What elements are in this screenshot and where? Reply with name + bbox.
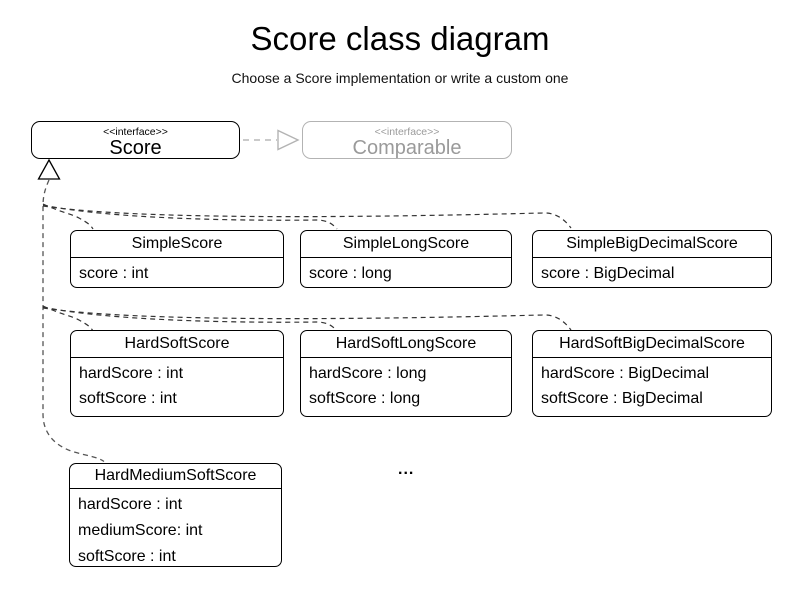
class-simplelongscore: SimpleLongScore score : long (300, 230, 512, 288)
attribute: softScore : BigDecimal (541, 390, 703, 407)
more-implementations-ellipsis: ... (398, 461, 415, 478)
attribute: mediumScore: int (78, 522, 203, 539)
branch-simplescore (42, 203, 94, 230)
interface-name: Comparable (352, 137, 462, 159)
class-name: HardMediumSoftScore (70, 464, 281, 489)
attribute: hardScore : int (78, 496, 183, 513)
branch-hardsoftscore (42, 305, 94, 332)
class-attributes: score : int (71, 258, 283, 286)
class-name: HardSoftLongScore (301, 331, 511, 358)
class-name: SimpleBigDecimalScore (533, 231, 771, 258)
class-name: HardSoftBigDecimalScore (533, 331, 771, 358)
branch-hardsoftlongscore (42, 306, 338, 332)
attribute: softScore : long (309, 390, 421, 407)
attribute: score : BigDecimal (541, 265, 675, 282)
class-attributes: hardScore : long softScore : long (301, 358, 511, 411)
branch-simplebigdecimalscore (42, 205, 572, 229)
class-attributes: hardScore : int softScore : int (71, 358, 283, 411)
attribute: score : int (79, 265, 149, 282)
interface-score: <<interface>> Score (31, 121, 240, 159)
attribute: hardScore : BigDecimal (541, 365, 710, 382)
class-hardmediumsoftscore: HardMediumSoftScore hardScore : int medi… (69, 463, 282, 567)
stereotype-label: <<interface>> (374, 126, 440, 138)
class-name: SimpleScore (71, 231, 283, 258)
branch-simplelongscore (42, 204, 338, 230)
page-subtitle: Choose a Score implementation or write a… (231, 70, 569, 86)
attribute: hardScore : int (79, 365, 184, 382)
interface-comparable: <<interface>> Comparable (302, 121, 512, 159)
interface-name: Score (109, 137, 162, 159)
class-attributes: hardScore : BigDecimal softScore : BigDe… (533, 358, 771, 411)
hollow-triangle-arrowhead-icon (277, 129, 300, 151)
attribute: hardScore : long (309, 365, 427, 382)
inheritance-triangle-icon (37, 158, 61, 180)
stereotype-label: <<interface>> (103, 126, 168, 138)
class-hardsoftscore: HardSoftScore hardScore : int softScore … (70, 330, 284, 417)
class-attributes: score : BigDecimal (533, 258, 771, 286)
class-name: HardSoftScore (71, 331, 283, 358)
attribute: softScore : int (78, 548, 176, 565)
inheritance-trunk-line (42, 179, 105, 463)
class-hardsoftbigdecimalscore: HardSoftBigDecimalScore hardScore : BigD… (532, 330, 772, 417)
class-name: SimpleLongScore (301, 231, 511, 258)
class-simplescore: SimpleScore score : int (70, 230, 284, 288)
attribute: score : long (309, 265, 392, 282)
class-simplebigdecimalscore: SimpleBigDecimalScore score : BigDecimal (532, 230, 772, 288)
page-title: Score class diagram (250, 20, 550, 57)
attribute: softScore : int (79, 390, 177, 407)
class-attributes: score : long (301, 258, 511, 286)
class-hardsoftlongscore: HardSoftLongScore hardScore : long softS… (300, 330, 512, 417)
branch-hardsoftbigdecimalscore (42, 307, 572, 331)
class-attributes: hardScore : int mediumScore: int softSco… (70, 489, 281, 566)
